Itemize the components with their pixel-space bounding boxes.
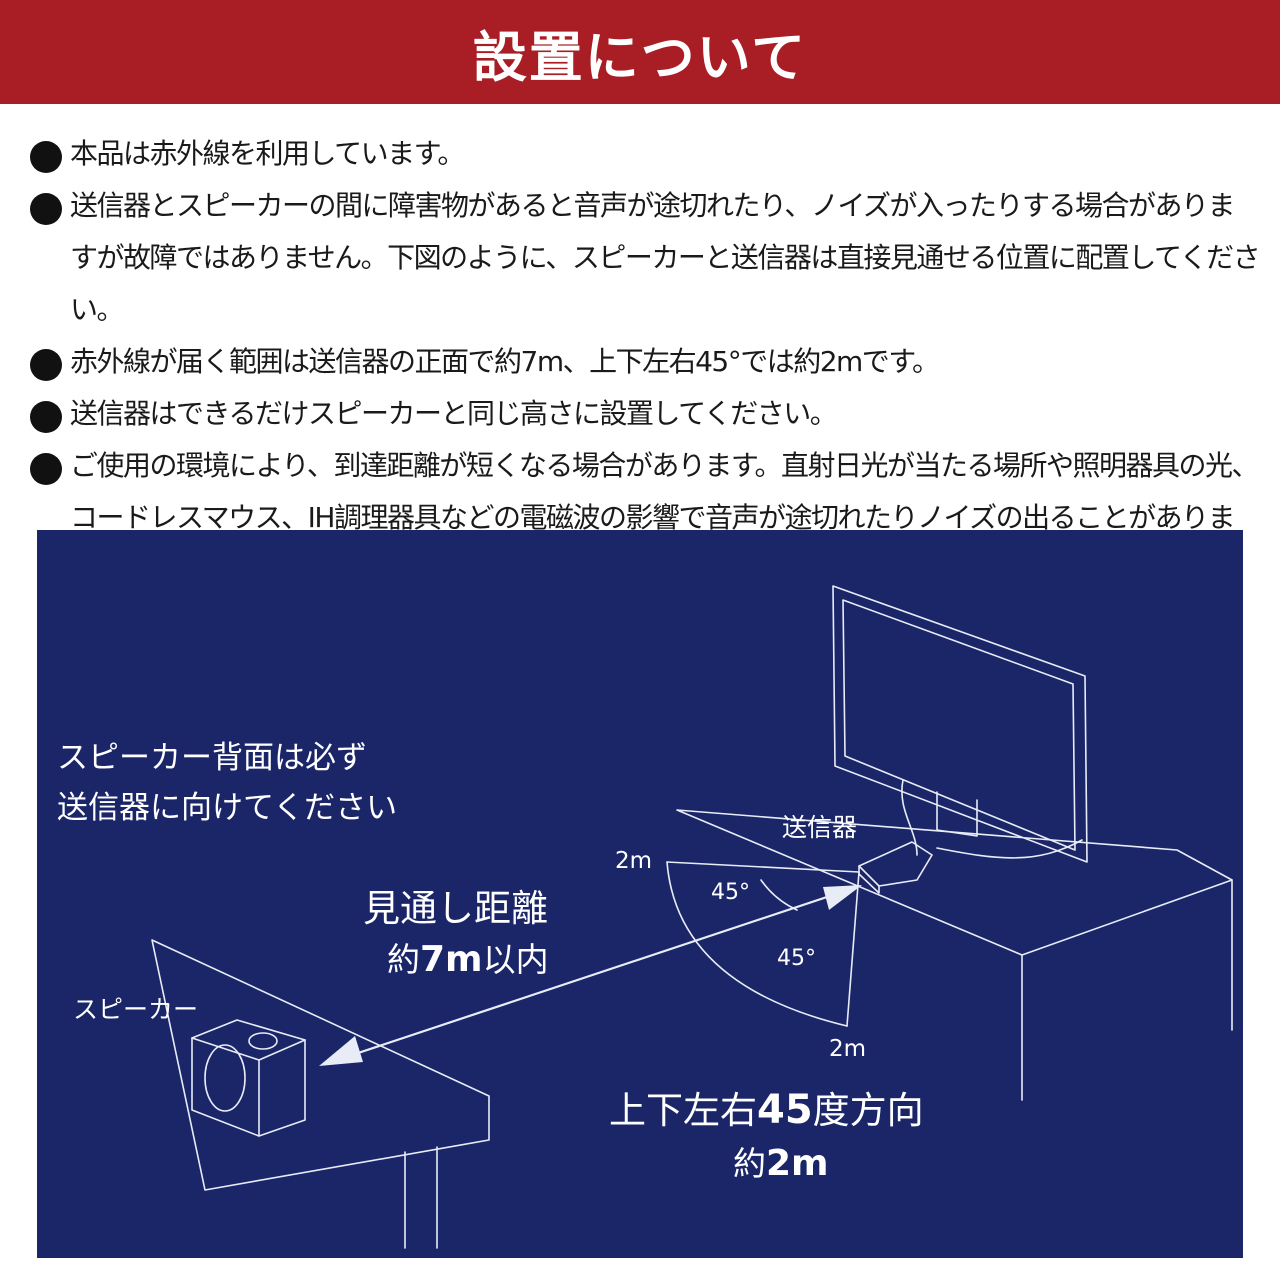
bullet-icon xyxy=(30,349,62,381)
note-text: 本品は赤外線を利用しています。 xyxy=(70,137,465,170)
direct-distance-value: 7m xyxy=(420,939,483,980)
transmitter-cable xyxy=(901,779,918,856)
tv-stand xyxy=(936,791,978,837)
speaker-note-line2: 送信器に向けてください xyxy=(57,790,398,826)
range-top-label: 2m xyxy=(615,848,653,874)
range-line-top xyxy=(666,861,860,873)
tv-screen-inner xyxy=(842,599,1076,851)
diagram-illustration xyxy=(151,585,1233,1249)
speaker-device xyxy=(191,1019,306,1137)
arrow-head-transmitter xyxy=(823,885,862,910)
transmitter-label: 送信器 xyxy=(782,813,858,842)
speaker-note-line1: スピーカー背面は必ず xyxy=(57,740,367,776)
speaker-knob xyxy=(248,1032,278,1050)
page-title: 設置について xyxy=(472,25,808,89)
direct-line xyxy=(329,885,859,1064)
angle-range-value: 45 xyxy=(757,1087,813,1133)
desk-top xyxy=(151,939,490,1191)
angle-range-suffix: 度方向 xyxy=(812,1089,924,1132)
note-text: 送信器はできるだけスピーカーと同じ高さに設置してください。 xyxy=(70,397,838,430)
range-line-bottom xyxy=(846,871,860,1027)
bullet-icon xyxy=(30,193,62,225)
angle-range-line2-value: 2m xyxy=(766,1143,829,1184)
page-header: 設置について xyxy=(0,0,1280,104)
range-bottom-label: 2m xyxy=(829,1036,867,1062)
list-item: 赤外線が届く範囲は送信器の正面で約7m、上下左右45°では約2mです。 xyxy=(28,336,1260,388)
notes-list: 本品は赤外線を利用しています。 送信器とスピーカーの間に障害物があると音声が途切… xyxy=(28,128,1261,596)
list-item: 本品は赤外線を利用しています。 xyxy=(28,128,1260,180)
speaker-label: スピーカー xyxy=(73,995,199,1024)
angle-range-line1: 上下左右45度方向 xyxy=(609,1080,924,1134)
list-item: 送信器とスピーカーの間に障害物があると音声が途切れたり、ノイズが入ったりする場合… xyxy=(28,180,1261,336)
list-item: 送信器はできるだけスピーカーと同じ高さに設置してください。 xyxy=(28,388,1260,440)
angle-range-line2-prefix: 約 xyxy=(733,1144,766,1183)
tv-screen-outer xyxy=(832,585,1088,863)
bullet-icon xyxy=(30,401,62,433)
angle-upper-label: 45° xyxy=(711,880,750,905)
angle-range-prefix: 上下左右 xyxy=(609,1089,757,1132)
angle-range-line2: 約2m xyxy=(733,1137,829,1185)
note-text: 送信器とスピーカーの間に障害物があると音声が途切れたり、ノイズが入ったりする場合… xyxy=(70,189,1261,326)
transmitter-device xyxy=(858,841,933,887)
bullet-icon xyxy=(30,141,62,173)
direct-distance-line1: 見通し距離 xyxy=(363,887,548,930)
installation-diagram: スピーカー背面は必ず 送信器に向けてください 送信器 2m 45° 45° 2m… xyxy=(37,530,1243,1258)
range-arc xyxy=(666,861,848,1027)
angle-lower-label: 45° xyxy=(777,946,816,971)
arrow-head-speaker xyxy=(319,1036,363,1066)
direct-distance-suffix: 以内 xyxy=(482,940,549,979)
speaker-port xyxy=(204,1044,246,1112)
direct-distance-line2: 約7m以内 xyxy=(387,933,549,981)
direct-distance-prefix: 約 xyxy=(387,940,420,979)
note-text: 赤外線が届く範囲は送信器の正面で約7m、上下左右45°では約2mです。 xyxy=(70,345,940,378)
tv-table-top xyxy=(676,809,1233,956)
bullet-icon xyxy=(30,453,62,485)
